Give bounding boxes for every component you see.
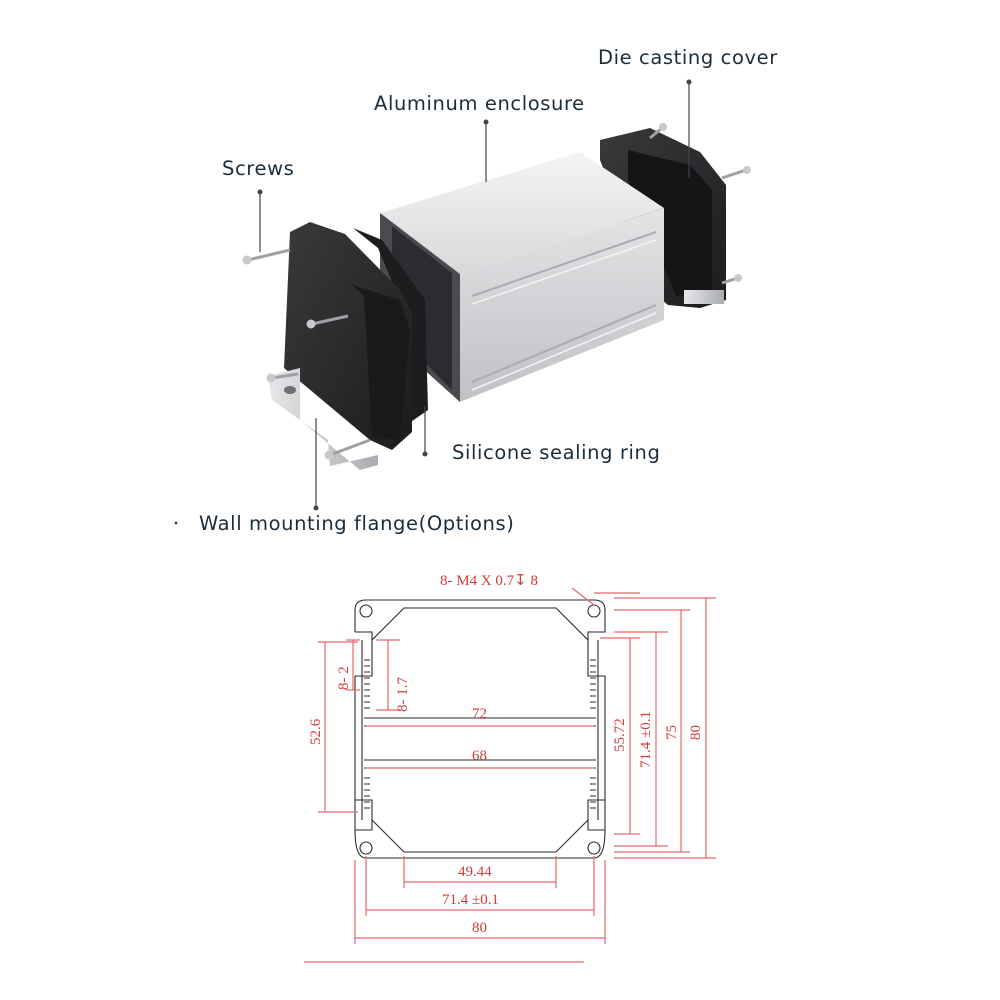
height-71-4-dimension: 71.4 ±0.1 <box>638 711 654 768</box>
die-casting-cover-label: Die casting cover <box>598 46 778 69</box>
bottom-80-dimension: 80 <box>472 920 487 936</box>
bottom-71-4-dimension: 71.4 ±0.1 <box>442 892 499 908</box>
rear-screws <box>649 123 751 285</box>
screws-label: Screws <box>222 157 295 180</box>
inner-width-68-dimension: 68 <box>472 748 487 764</box>
aluminum-enclosure-label: Aluminum enclosure <box>374 92 585 115</box>
wall-mounting-flange <box>268 368 378 470</box>
leader-dots <box>174 79 692 525</box>
fin-pitch-2-dimension: 8- 2 <box>336 666 352 690</box>
height-52-6-dimension: 52.6 <box>308 718 324 745</box>
front-screws <box>242 248 371 460</box>
enclosure-profile-outline <box>354 599 606 859</box>
inner-width-72-dimension: 72 <box>472 706 487 722</box>
wall-mounting-flange-label: Wall mounting flange(Options) <box>199 512 515 535</box>
height-75-dimension: 75 <box>664 725 680 740</box>
silicone-sealing-ring-label: Silicone sealing ring <box>452 441 661 464</box>
dimension-lines <box>304 587 716 963</box>
leader-lines <box>259 82 690 508</box>
exploded-illustration <box>174 79 751 525</box>
rear-mounting-flange <box>684 290 724 304</box>
aluminum-enclosure-body <box>380 152 664 402</box>
bottom-49-44-dimension: 49.44 <box>458 864 492 880</box>
fin-pitch-1-7-dimension: 8- 1.7 <box>395 677 411 712</box>
height-80-dimension: 80 <box>688 725 704 740</box>
front-die-casting-cover <box>284 222 412 450</box>
thread-spec-dimension: 8- M4 X 0.7↧ 8 <box>440 573 538 589</box>
height-55-72-dimension: 55.72 <box>612 718 628 752</box>
